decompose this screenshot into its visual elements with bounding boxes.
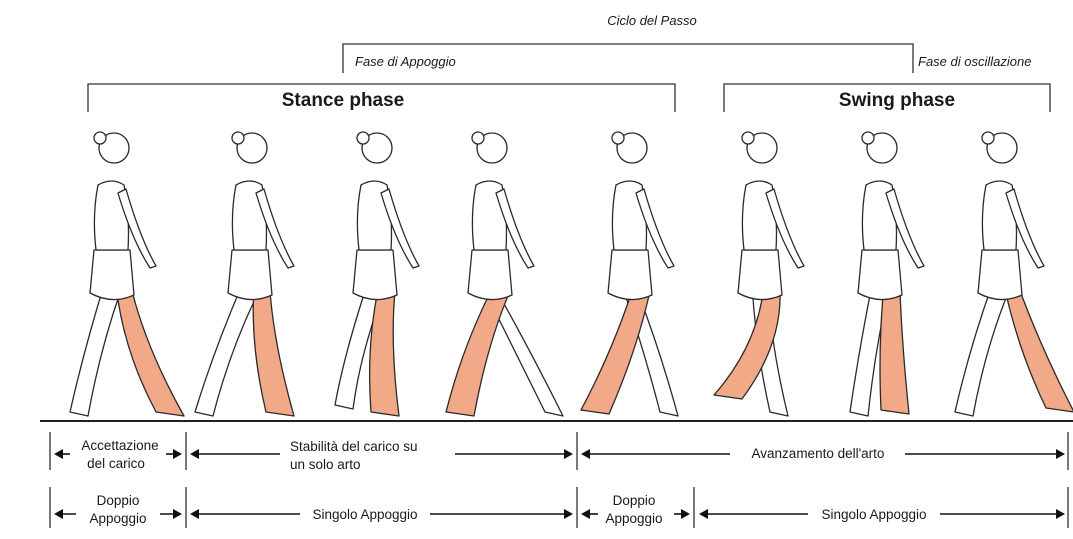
- double-support-2-line2: Appoggio: [605, 511, 662, 526]
- highlighted-leg: [1004, 285, 1073, 412]
- hips: [978, 250, 1022, 300]
- single-support-1: Singolo Appoggio: [312, 507, 417, 522]
- hair-bun: [982, 132, 994, 144]
- acceptance-label-1: Accettazione: [81, 438, 158, 453]
- hair-bun: [612, 132, 624, 144]
- figure-terminal-stance: [446, 132, 563, 416]
- figure-pre-swing: [581, 132, 678, 416]
- hair-bun: [357, 132, 369, 144]
- highlighted-leg: [116, 285, 184, 416]
- hair-bun: [862, 132, 874, 144]
- double-support-1-line2: Appoggio: [89, 511, 146, 526]
- hips: [608, 250, 652, 300]
- stability-label-1: Stabilità del carico su: [290, 439, 418, 454]
- functional-tasks-row: Accettazione del carico Stabilità del ca…: [50, 432, 1068, 472]
- figure-initial-swing: [714, 132, 804, 416]
- back-leg: [70, 285, 120, 416]
- highlighted-leg: [446, 285, 510, 416]
- figure-initial-contact: [70, 132, 184, 416]
- hips: [90, 250, 134, 300]
- hips: [353, 250, 397, 300]
- hips: [858, 250, 902, 300]
- stability-label-2: un solo arto: [290, 457, 361, 472]
- back-leg: [195, 285, 258, 416]
- swing-phase-label: Swing phase: [839, 90, 955, 111]
- hair-bun: [232, 132, 244, 144]
- highlighted-leg: [880, 285, 909, 414]
- figure-mid-swing: [850, 132, 924, 416]
- stance-phase-label: Stance phase: [282, 90, 405, 111]
- hips: [738, 250, 782, 300]
- figure-loading-response: [195, 132, 294, 416]
- hair-bun: [742, 132, 754, 144]
- support-row: Doppio Appoggio Singolo Appoggio Doppio …: [50, 487, 1068, 528]
- hair-bun: [94, 132, 106, 144]
- figure-mid-stance: [335, 132, 419, 416]
- figure-terminal-swing: [955, 132, 1073, 416]
- oscillation-phase-label: Fase di oscillazione: [918, 54, 1031, 69]
- highlighted-leg: [253, 285, 294, 416]
- hair-bun: [472, 132, 484, 144]
- double-support-1-line1: Doppio: [97, 493, 140, 508]
- acceptance-label-2: del carico: [87, 456, 145, 471]
- hips: [468, 250, 512, 300]
- single-support-2: Singolo Appoggio: [821, 507, 926, 522]
- cycle-label: Ciclo del Passo: [607, 13, 697, 28]
- advancement-label: Avanzamento dell'arto: [752, 446, 885, 461]
- double-support-2-line1: Doppio: [613, 493, 656, 508]
- back-leg: [955, 285, 1008, 416]
- support-phase-label: Fase di Appoggio: [355, 54, 456, 69]
- walking-figures: [70, 132, 1073, 416]
- highlighted-leg: [581, 285, 650, 414]
- hips: [228, 250, 272, 300]
